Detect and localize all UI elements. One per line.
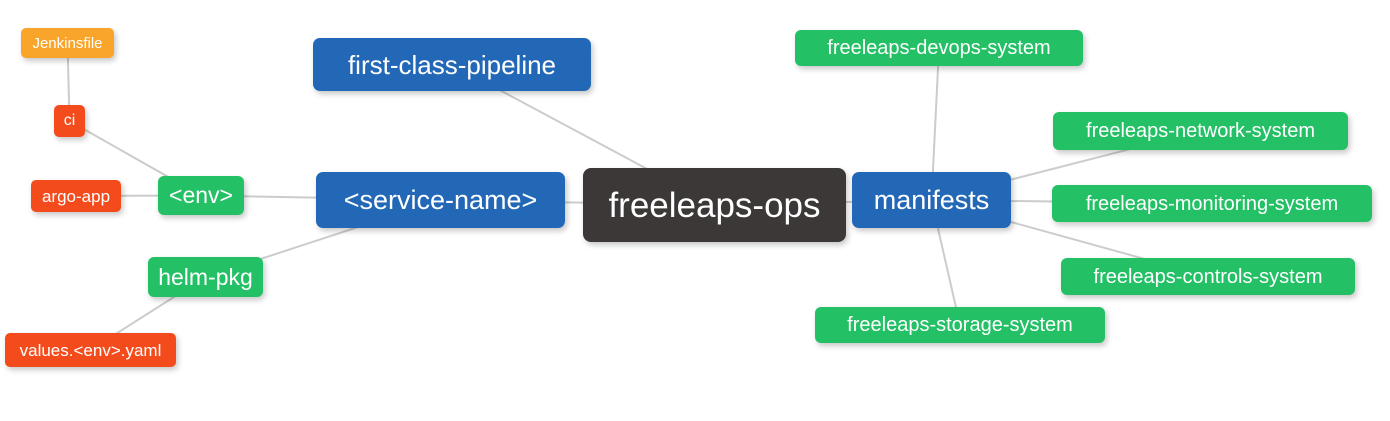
node-freeleaps-network-system[interactable]: freeleaps-network-system <box>1053 112 1348 150</box>
node-freeleaps-controls-system[interactable]: freeleaps-controls-system <box>1061 258 1355 295</box>
node-ci[interactable]: ci <box>54 105 85 137</box>
node-env[interactable]: <env> <box>158 176 244 215</box>
node-freeleaps-monitoring-system[interactable]: freeleaps-monitoring-system <box>1052 185 1372 222</box>
node-freeleaps-storage-system[interactable]: freeleaps-storage-system <box>815 307 1105 343</box>
node-freeleaps-ops-root[interactable]: freeleaps-ops <box>583 168 846 242</box>
node-values-env-yaml[interactable]: values.<env>.yaml <box>5 333 176 367</box>
node-first-class-pipeline[interactable]: first-class-pipeline <box>313 38 591 91</box>
node-jenkinsfile[interactable]: Jenkinsfile <box>21 28 114 58</box>
node-argo-app[interactable]: argo-app <box>31 180 121 212</box>
node-helm-pkg[interactable]: helm-pkg <box>148 257 263 297</box>
node-manifests[interactable]: manifests <box>852 172 1011 228</box>
node-service-name[interactable]: <service-name> <box>316 172 565 228</box>
node-freeleaps-devops-system[interactable]: freeleaps-devops-system <box>795 30 1083 66</box>
